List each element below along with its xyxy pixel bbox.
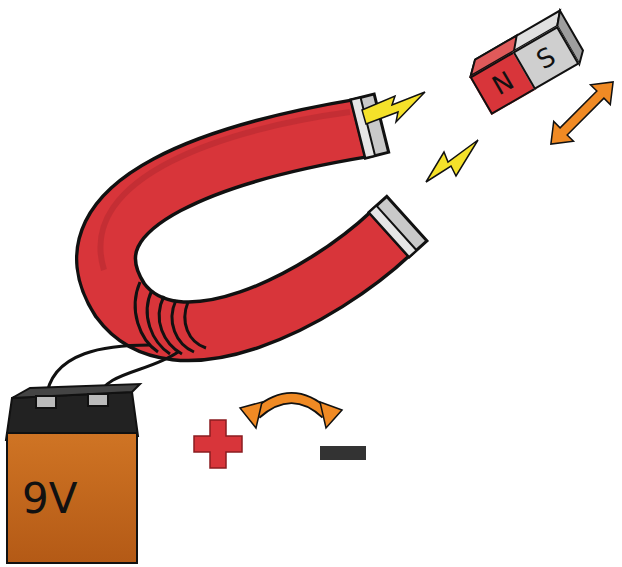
lightning-bolt <box>362 92 425 124</box>
curved-double-arrow <box>240 398 342 428</box>
double-arrow <box>541 72 622 154</box>
plus-symbol <box>194 420 242 468</box>
battery-terminal <box>88 394 108 406</box>
lightning-bolt <box>426 140 478 182</box>
pole-letter: N <box>487 65 519 101</box>
battery-body: 9V <box>6 432 138 564</box>
minus-symbol <box>320 446 366 460</box>
pole-tip <box>369 196 427 257</box>
magnet-shade <box>100 112 350 270</box>
battery-label: 9V <box>22 474 77 523</box>
pole-letter: S <box>531 41 560 75</box>
coil-winding <box>135 282 206 354</box>
battery-terminal <box>36 396 56 408</box>
